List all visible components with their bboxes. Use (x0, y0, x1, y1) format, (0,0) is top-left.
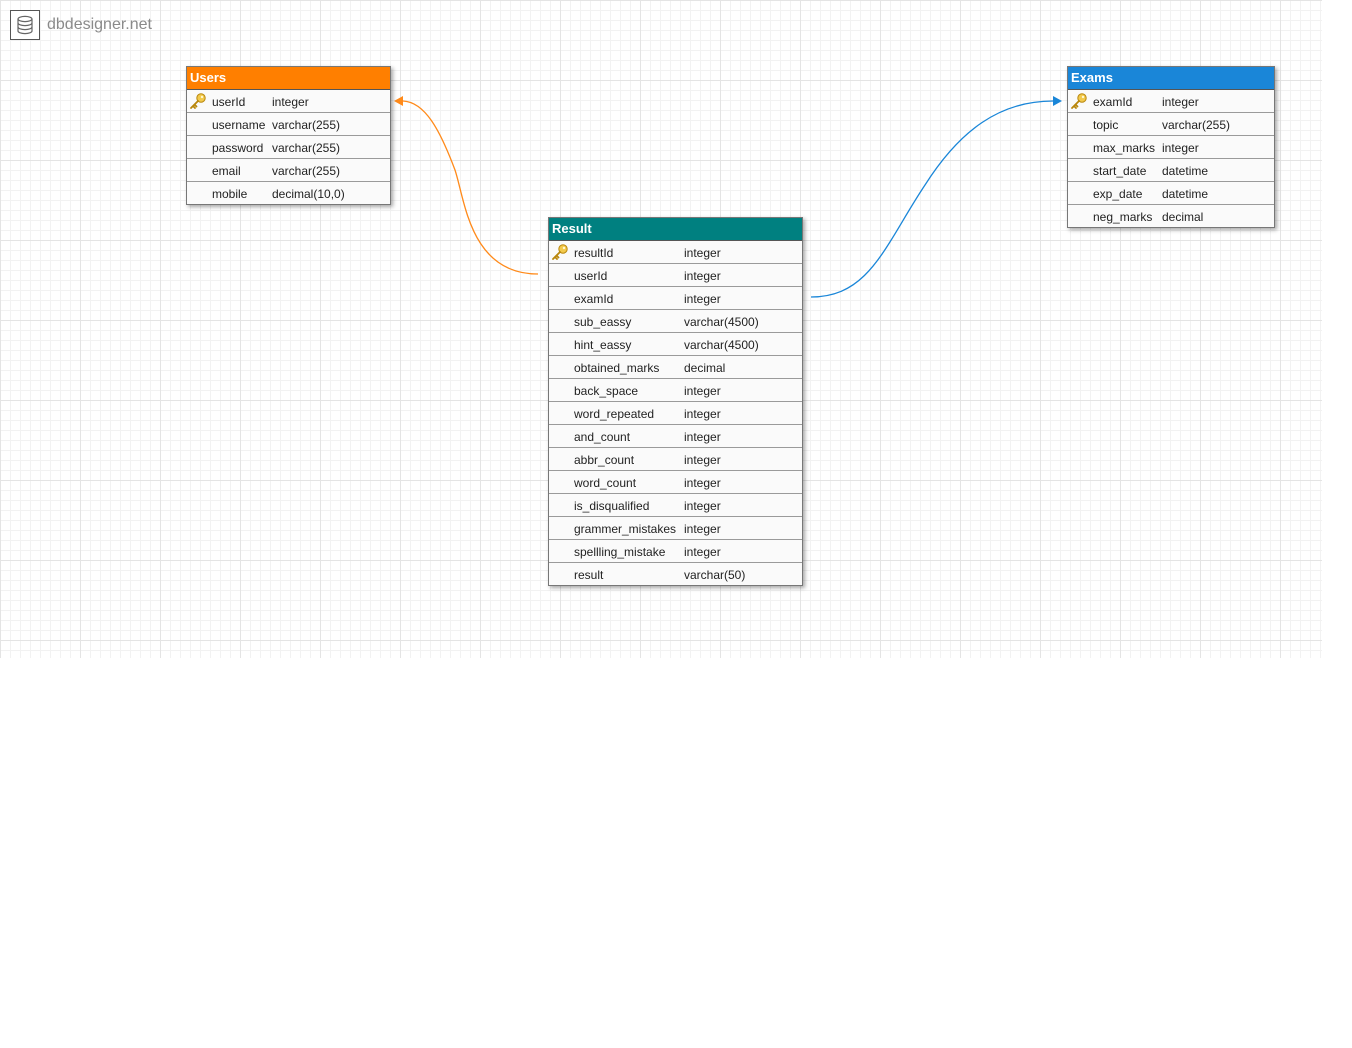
field-row-resultid[interactable]: resultId integer (549, 241, 802, 264)
field-type: datetime (1162, 164, 1209, 178)
field-name: result (574, 568, 604, 582)
field-row-exp-date[interactable]: exp_date datetime (1068, 182, 1274, 205)
field-name: is_disqualified (574, 499, 650, 513)
field-type: integer (1162, 95, 1199, 109)
table-result-fields: resultId integer userId integer examId intege… (549, 241, 802, 585)
field-row-and-count[interactable]: and_count integer (549, 425, 802, 448)
primary-key-icon (1070, 92, 1088, 110)
field-row-word-repeated[interactable]: word_repeated integer (549, 402, 802, 425)
field-row-obtained-marks[interactable]: obtained_marks decimal (549, 356, 802, 379)
field-name: obtained_marks (574, 361, 660, 375)
field-name: password (212, 141, 264, 155)
field-row-hint-eassy[interactable]: hint_eassy varchar(4500) (549, 333, 802, 356)
field-row-max-marks[interactable]: max_marks integer (1068, 136, 1274, 159)
table-result-header[interactable]: Result (549, 218, 802, 241)
field-type: varchar(255) (272, 164, 341, 178)
primary-key-icon (189, 92, 207, 110)
field-name: userId (574, 269, 608, 283)
field-row-start-date[interactable]: start_date datetime (1068, 159, 1274, 182)
field-row-examid[interactable]: examId integer (1068, 90, 1274, 113)
field-row-mobile[interactable]: mobile decimal(10,0) (187, 182, 390, 204)
field-name: grammer_mistakes (574, 522, 677, 536)
field-name: back_space (574, 384, 639, 398)
field-type: integer (684, 269, 721, 283)
field-name: examId (574, 292, 614, 306)
field-name: exp_date (1093, 187, 1143, 201)
field-type: integer (684, 292, 721, 306)
field-name: username (212, 118, 266, 132)
field-type: integer (684, 246, 721, 260)
field-name: start_date (1093, 164, 1147, 178)
field-row-back-space[interactable]: back_space integer (549, 379, 802, 402)
brand-logo[interactable]: dbdesigner.net (10, 10, 152, 40)
field-row-grammer-mistakes[interactable]: grammer_mistakes integer (549, 517, 802, 540)
field-type: datetime (1162, 187, 1209, 201)
primary-key-icon (551, 243, 569, 261)
field-name: word_count (574, 476, 637, 490)
field-row-topic[interactable]: topic varchar(255) (1068, 113, 1274, 136)
field-type: varchar(255) (272, 118, 341, 132)
table-exams[interactable]: Exams examId integer topic varchar(255) max_… (1067, 66, 1275, 228)
brand-name: dbdesigner.net (47, 16, 152, 33)
field-name: max_marks (1093, 141, 1156, 155)
field-type: integer (1162, 141, 1199, 155)
field-name: abbr_count (574, 453, 635, 467)
field-name: resultId (574, 246, 614, 260)
field-type: integer (684, 407, 721, 421)
field-row-password[interactable]: password varchar(255) (187, 136, 390, 159)
field-type: integer (684, 476, 721, 490)
field-type: integer (272, 95, 309, 109)
field-type: decimal (684, 361, 726, 375)
field-name: hint_eassy (574, 338, 632, 352)
database-icon (10, 10, 40, 40)
field-row-email[interactable]: email varchar(255) (187, 159, 390, 182)
field-name: and_count (574, 430, 631, 444)
field-row-is-disqualified[interactable]: is_disqualified integer (549, 494, 802, 517)
table-exams-header[interactable]: Exams (1068, 67, 1274, 90)
table-exams-fields: examId integer topic varchar(255) max_marks i… (1068, 90, 1274, 227)
field-type: varchar(255) (272, 141, 341, 155)
table-users-header[interactable]: Users (187, 67, 390, 90)
field-type: decimal(10,0) (272, 187, 345, 201)
field-type: integer (684, 499, 721, 513)
field-type: integer (684, 545, 721, 559)
field-type: integer (684, 384, 721, 398)
field-type: varchar(255) (1162, 118, 1231, 132)
field-type: integer (684, 453, 721, 467)
field-type: varchar(4500) (684, 338, 759, 352)
field-name: userId (212, 95, 246, 109)
field-type: varchar(50) (684, 568, 746, 582)
field-type: integer (684, 430, 721, 444)
field-row-sub-eassy[interactable]: sub_eassy varchar(4500) (549, 310, 802, 333)
field-name: mobile (212, 187, 248, 201)
field-row-userid[interactable]: userId integer (187, 90, 390, 113)
field-name: neg_marks (1093, 210, 1153, 224)
field-name: topic (1093, 118, 1119, 132)
field-name: word_repeated (574, 407, 655, 421)
field-row-userid[interactable]: userId integer (549, 264, 802, 287)
field-row-username[interactable]: username varchar(255) (187, 113, 390, 136)
field-name: email (212, 164, 241, 178)
field-row-examid[interactable]: examId integer (549, 287, 802, 310)
field-row-result[interactable]: result varchar(50) (549, 563, 802, 585)
field-name: spellling_mistake (574, 545, 666, 559)
field-type: integer (684, 522, 721, 536)
field-row-neg-marks[interactable]: neg_marks decimal (1068, 205, 1274, 227)
field-row-word-count[interactable]: word_count integer (549, 471, 802, 494)
field-type: decimal (1162, 210, 1204, 224)
field-row-abbr-count[interactable]: abbr_count integer (549, 448, 802, 471)
field-name: examId (1093, 95, 1133, 109)
field-type: varchar(4500) (684, 315, 759, 329)
field-row-spellling-mistake[interactable]: spellling_mistake integer (549, 540, 802, 563)
field-name: sub_eassy (574, 315, 632, 329)
